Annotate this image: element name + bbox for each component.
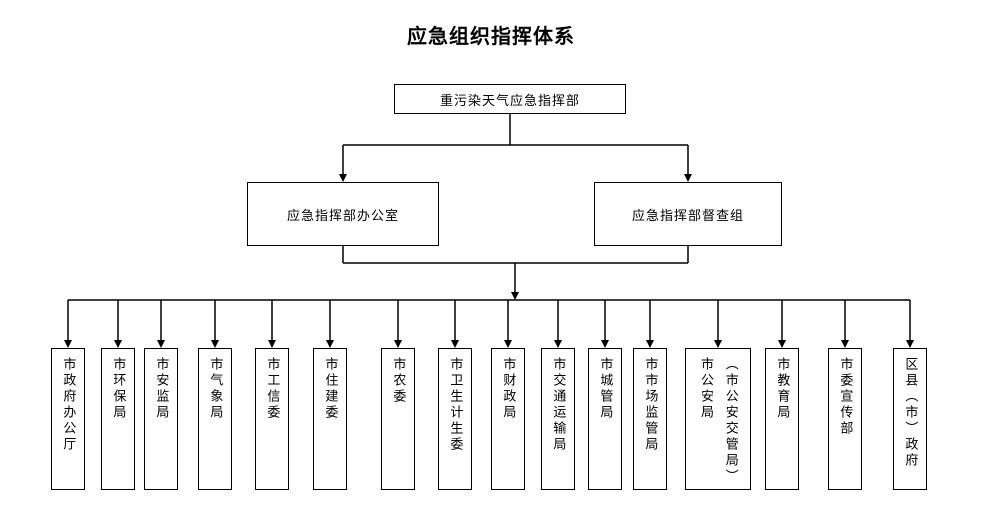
- department-node: 市公安局 （市公安交管局）: [685, 348, 751, 490]
- office-node: 应急指挥部办公室: [247, 182, 439, 246]
- department-node: 市教育局: [765, 348, 799, 490]
- department-label: 市委宣传部: [838, 357, 854, 437]
- connector-segments: [67, 114, 911, 341]
- department-node: 市政府办公厅: [51, 348, 85, 490]
- department-node: 市卫生计生委: [438, 348, 472, 490]
- department-label: 市政府办公厅: [61, 357, 77, 453]
- department-node: 市住建委: [313, 348, 347, 490]
- department-label: 市住建委: [323, 357, 339, 421]
- department-node: 市财政局: [491, 348, 525, 490]
- department-node: 市工信委: [255, 348, 289, 490]
- department-node: 市环保局: [101, 348, 135, 490]
- department-label: 区县（市）政府: [903, 357, 919, 469]
- department-label: 市工信委: [265, 357, 281, 421]
- department-node: 市气象局: [198, 348, 232, 490]
- department-label: 市卫生计生委: [448, 357, 464, 453]
- department-label: 市市场监管局: [643, 357, 659, 453]
- department-node: 市委宣传部: [828, 348, 862, 490]
- department-node: 市交通运输局: [541, 348, 575, 490]
- supervision-group-node: 应急指挥部督查组: [594, 182, 782, 246]
- arrow-down-icons: [64, 174, 914, 348]
- department-node: 市城管局: [588, 348, 622, 490]
- department-node: 市安监局: [144, 348, 178, 490]
- department-label: 市气象局: [208, 357, 224, 421]
- department-label: 市教育局: [775, 357, 791, 421]
- root-node-command-hq: 重污染天气应急指挥部: [394, 84, 626, 114]
- department-label: 市安监局: [154, 357, 170, 421]
- department-label: 市公安局 （市公安交管局）: [699, 357, 739, 485]
- department-label: 市城管局: [598, 357, 614, 421]
- department-label: 市环保局: [111, 357, 127, 421]
- diagram-title: 应急组织指挥体系: [407, 26, 575, 48]
- department-label: 市交通运输局: [551, 357, 567, 453]
- department-node: 区县（市）政府: [893, 348, 927, 490]
- department-node: 市市场监管局: [633, 348, 667, 490]
- department-label: 市农委: [391, 357, 407, 405]
- department-node: 市农委: [381, 348, 415, 490]
- department-label: 市财政局: [501, 357, 517, 421]
